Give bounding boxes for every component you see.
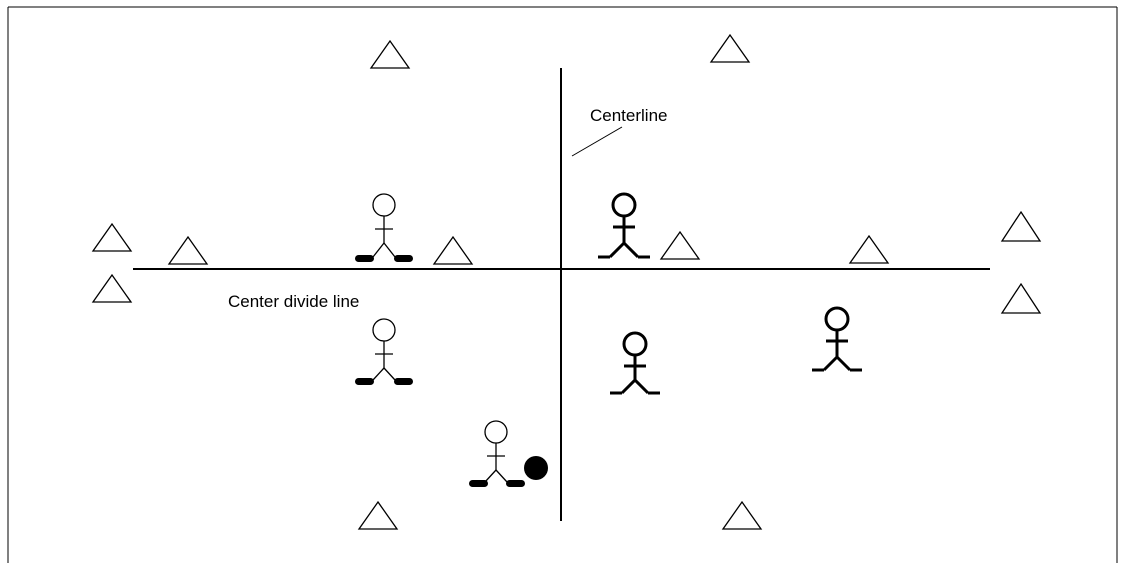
cone-icon	[369, 39, 411, 69]
cone-icon	[709, 33, 751, 63]
center-divide-line-label: Center divide line	[228, 292, 359, 311]
cone-icon	[357, 500, 399, 530]
centerline-leader	[571, 126, 623, 157]
centerline-label: Centerline	[590, 106, 668, 125]
cone-icon	[848, 234, 890, 264]
cone-icon	[432, 235, 474, 265]
cone-icon	[1000, 210, 1042, 242]
frame-border	[7, 6, 1118, 563]
player-icon	[355, 318, 413, 385]
cone-icon	[1000, 282, 1042, 314]
player-icon	[355, 193, 413, 262]
cone-icon	[91, 222, 133, 252]
team-a-players	[355, 193, 525, 487]
player-icon	[610, 331, 660, 395]
cone-icon	[659, 230, 701, 260]
cone-icon	[721, 500, 763, 530]
player-icon	[598, 192, 650, 259]
cone-icon	[167, 235, 209, 265]
player-icon	[469, 420, 525, 487]
team-b-players	[598, 192, 862, 395]
ball-icon	[524, 456, 548, 480]
player-icon	[812, 306, 862, 372]
cone-icon	[91, 273, 133, 303]
cones	[91, 33, 1042, 530]
